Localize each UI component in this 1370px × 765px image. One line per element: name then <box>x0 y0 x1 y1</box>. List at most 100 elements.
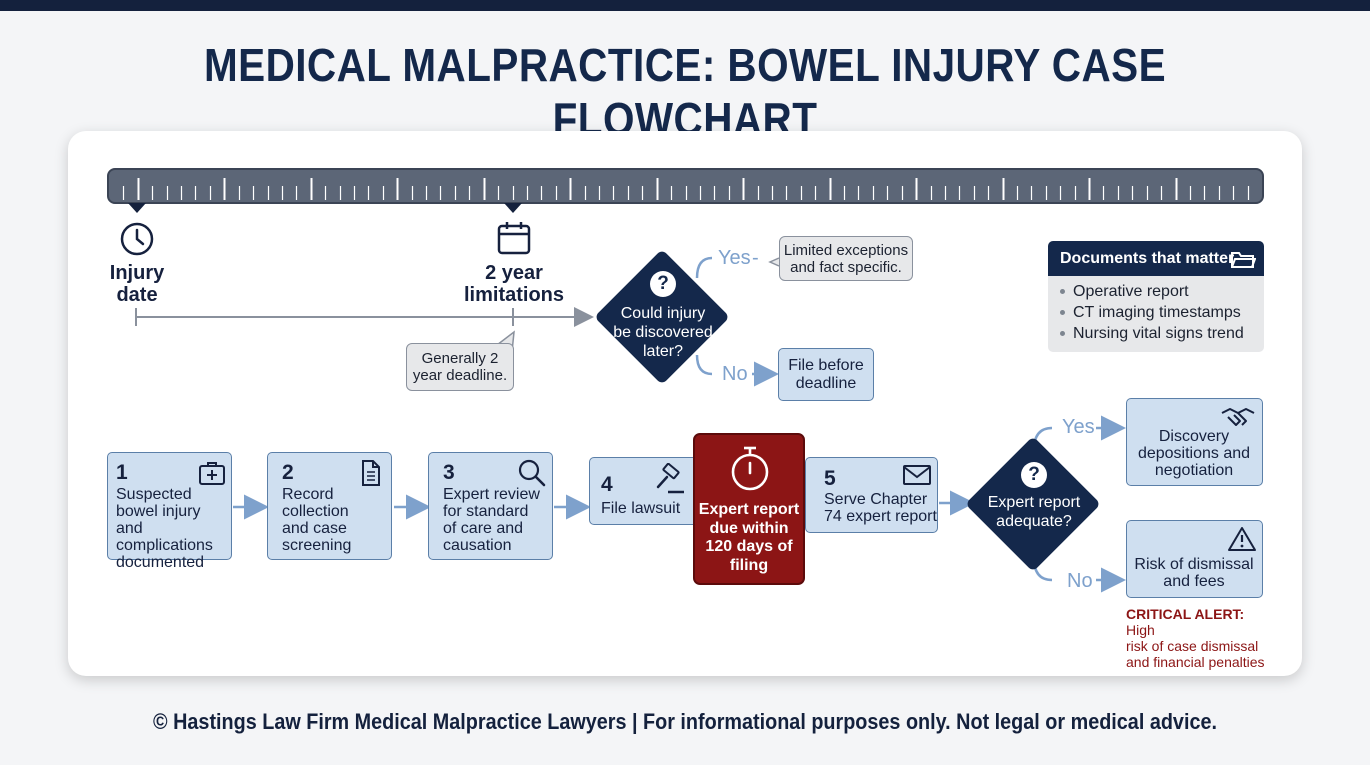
critical-alert: CRITICAL ALERT: High risk of case dismis… <box>1126 606 1276 670</box>
expert-decision-text: Expert report adequate? <box>980 493 1088 531</box>
discovery-line: negotiation <box>1154 462 1234 479</box>
timeline-ruler <box>107 168 1264 204</box>
injury-label-line1: Injury <box>109 262 165 284</box>
step-line: Serve Chapter <box>824 491 928 508</box>
deadline-text: Expert report due within 120 days of fil… <box>695 501 803 575</box>
dismissal-line: Risk of dismissal <box>1134 556 1254 573</box>
step-5-text: Serve Chapter 74 expert report <box>824 491 937 525</box>
discovery-no-label: No <box>722 363 748 385</box>
discovery-yes-dash: - <box>752 247 759 269</box>
discovery-line1: Could injury <box>620 305 706 322</box>
step-line: and case <box>282 520 347 537</box>
flowchart-card <box>68 131 1302 676</box>
documents-item: CT imaging timestamps <box>1060 304 1241 322</box>
folder-icon <box>1231 252 1256 268</box>
dismissal-line: and fees <box>1163 573 1225 590</box>
stopwatch-icon <box>731 446 769 491</box>
question-icon: ? <box>650 271 676 297</box>
discovery-yes-branch <box>695 256 713 279</box>
deadline-note-line1: Generally 2 <box>421 350 499 367</box>
expert-decision-line1: Expert report <box>987 494 1081 511</box>
expert-yes-label: Yes <box>1062 416 1095 438</box>
step-line: bowel injury and <box>116 503 201 537</box>
discovery-line: depositions and <box>1137 445 1251 462</box>
step-line: Record <box>282 486 334 503</box>
expert-no-label: No <box>1067 570 1093 592</box>
documents-item: Nursing vital signs trend <box>1060 325 1244 343</box>
critical-alert-label: CRITICAL ALERT: <box>1126 606 1245 622</box>
deadline-line: 120 days of <box>705 538 793 555</box>
expert-report-deadline-box: Expert report due within 120 days of fil… <box>693 433 805 585</box>
discovery-yes-label: Yes <box>718 247 751 269</box>
discovery-line3: later? <box>642 343 684 360</box>
exceptions-note-pointer <box>768 257 780 267</box>
deadline-line: due within <box>709 519 789 537</box>
step-4-box: 4 File lawsuit <box>589 457 699 525</box>
medical-kit-icon <box>199 462 225 485</box>
exceptions-line1: Limited exceptions <box>783 241 909 259</box>
discovery-box: Discovery depositions and negotiation <box>1126 398 1263 486</box>
envelope-icon <box>903 465 931 485</box>
step-3-text: Expert review for standard of care and c… <box>443 486 540 554</box>
discovery-no-branch <box>695 354 713 376</box>
step-line: complications <box>116 537 213 554</box>
deadline-line: Expert report <box>698 501 800 518</box>
limit-label-line1: 2 year <box>485 262 543 284</box>
file-before-line1: File before <box>788 356 864 374</box>
documents-panel: Documents that matter Operative report C… <box>1048 241 1264 352</box>
limitations-label: 2 year limitations <box>455 262 573 306</box>
discovery-line: Discovery <box>1158 428 1230 445</box>
step-2-box: 2 Record collection and case screening <box>267 452 392 560</box>
magnifier-icon <box>518 459 546 487</box>
dismissal-risk-box: Risk of dismissal and fees <box>1126 520 1263 598</box>
deadline-line: filing <box>729 556 769 574</box>
step-5-box: 5 Serve Chapter 74 expert report <box>805 457 938 533</box>
documents-item-text: Operative report <box>1073 283 1189 300</box>
discovery-line2: be discovered <box>613 324 713 341</box>
step-number: 3 <box>443 461 455 484</box>
step-1-text: Suspected bowel injury and complications… <box>116 486 231 571</box>
discovery-decision-text: Could injury be discovered later? <box>606 304 720 361</box>
step-line: of care and <box>443 520 524 537</box>
step-2-text: Record collection and case screening <box>282 486 351 554</box>
step-line: documented <box>116 554 205 571</box>
file-before-line2: deadline <box>795 374 857 392</box>
document-icon <box>362 460 380 486</box>
critical-alert-line3: and financial penalties <box>1126 654 1265 670</box>
documents-item-text: CT imaging timestamps <box>1073 304 1241 321</box>
top-bar <box>0 0 1370 11</box>
step-4-text: File lawsuit <box>601 500 680 517</box>
critical-alert-line1: High <box>1126 622 1155 638</box>
ruler-ticks <box>122 178 1250 200</box>
documents-header-text: Documents that matter <box>1060 250 1235 267</box>
exceptions-line2: and fact specific. <box>790 258 902 276</box>
footer-disclaimer: © Hastings Law Firm Medical Malpractice … <box>153 709 1217 734</box>
step-line: Suspected <box>116 486 192 503</box>
step-line: for standard <box>443 503 529 520</box>
step-number: 1 <box>116 461 128 484</box>
critical-alert-line2: risk of case dismissal <box>1126 638 1259 654</box>
file-before-deadline-box: File before deadline <box>778 348 874 401</box>
limitations-marker <box>504 203 522 213</box>
calendar-icon <box>497 222 531 255</box>
handshake-icon <box>1221 408 1255 426</box>
discovery-text: Discovery depositions and negotiation <box>1127 428 1261 479</box>
limit-label-line2: limitations <box>463 284 564 306</box>
dismissal-text: Risk of dismissal and fees <box>1127 556 1261 590</box>
deadline-note-line2: year deadline. <box>412 367 508 384</box>
exceptions-note: Limited exceptions and fact specific. <box>779 236 913 281</box>
question-icon: ? <box>1021 462 1047 488</box>
step-number: 4 <box>601 473 613 496</box>
warning-icon <box>1228 527 1256 551</box>
step-number: 5 <box>824 467 836 490</box>
step-line: screening <box>282 537 352 554</box>
step-number: 2 <box>282 461 294 484</box>
step-line: collection <box>282 503 349 520</box>
expert-decision-line2: adequate? <box>996 513 1072 530</box>
step-3-box: 3 Expert review for standard of care and… <box>428 452 553 560</box>
deadline-note: Generally 2 year deadline. <box>406 343 514 391</box>
step-line: File lawsuit <box>601 500 681 517</box>
step-line: Expert review <box>443 486 540 503</box>
injury-date-label: Injury date <box>96 262 178 306</box>
gavel-icon <box>656 463 684 494</box>
